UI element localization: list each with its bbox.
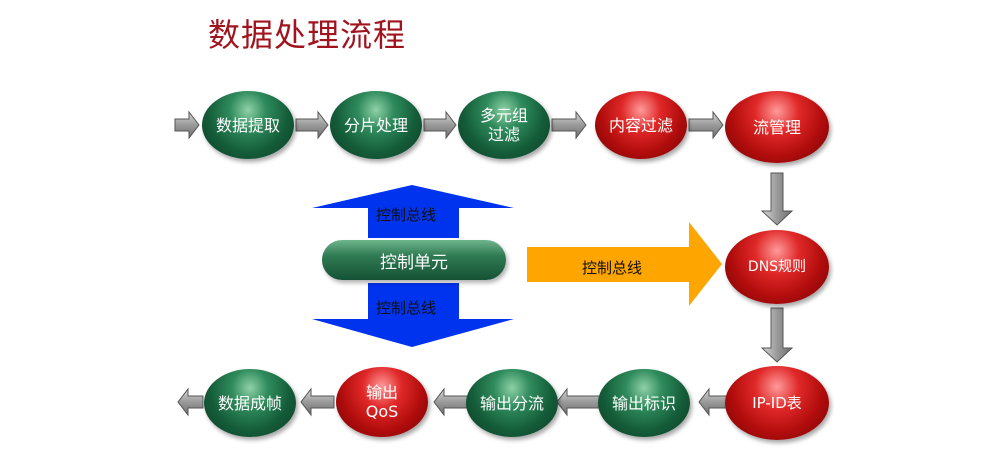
node-label: 分片处理	[343, 115, 408, 135]
node-ipid-table: IP-ID表	[725, 366, 829, 440]
arrow-input	[174, 110, 200, 140]
control-bus-right-label: 控制总线	[582, 259, 643, 277]
node-label: IP-ID表	[752, 393, 802, 412]
arrow-content-to-flow	[688, 110, 724, 140]
node-label: 输出标识	[611, 393, 676, 413]
arrow-tuple-to-content	[551, 110, 587, 140]
node-label: 输出分流	[479, 393, 544, 413]
control-bus-up-label: 控制总线	[376, 206, 437, 224]
node-label: 多元组 过滤	[479, 106, 528, 144]
node-label: 数据提取	[215, 115, 280, 135]
control-unit: 控制单元	[322, 240, 506, 280]
control-bus-right-arrow	[527, 222, 722, 306]
node-label: 输出 QoS	[365, 383, 399, 421]
node-label: 流管理	[752, 117, 801, 137]
arrow-split-to-qos	[433, 387, 469, 417]
node-data-extract: 数据提取	[202, 91, 294, 159]
arrow-output	[177, 387, 204, 417]
arrow-qos-to-frame	[300, 387, 335, 417]
node-label: 内容过滤	[608, 115, 673, 135]
node-content-filter: 内容过滤	[595, 91, 687, 159]
node-data-framing: 数据成帧	[204, 369, 296, 437]
control-unit-label: 控制单元	[380, 252, 448, 273]
node-fragment-process: 分片处理	[330, 91, 422, 159]
node-output-mark: 输出标识	[598, 369, 690, 437]
arrow-extract-to-fragment	[295, 110, 329, 140]
arrow-flow-to-dns	[760, 172, 794, 226]
node-label: 数据成帧	[217, 393, 282, 413]
node-output-qos: 输出 QoS	[336, 367, 428, 437]
control-bus-down-arrow	[312, 283, 514, 347]
control-bus-down-label: 控制总线	[376, 299, 437, 317]
arrow-mark-to-split	[556, 387, 601, 417]
arrow-dns-to-ipid	[760, 307, 794, 363]
control-bus-up-arrow	[312, 185, 514, 238]
node-dns-rule: DNS规则	[725, 230, 829, 304]
arrow-fragment-to-tuple	[423, 110, 457, 140]
node-tuple-filter: 多元组 过滤	[458, 91, 550, 159]
node-label: DNS规则	[747, 258, 807, 275]
node-output-split: 输出分流	[466, 369, 558, 437]
node-flow-management: 流管理	[725, 91, 829, 163]
page-title: 数据处理流程	[208, 16, 407, 54]
